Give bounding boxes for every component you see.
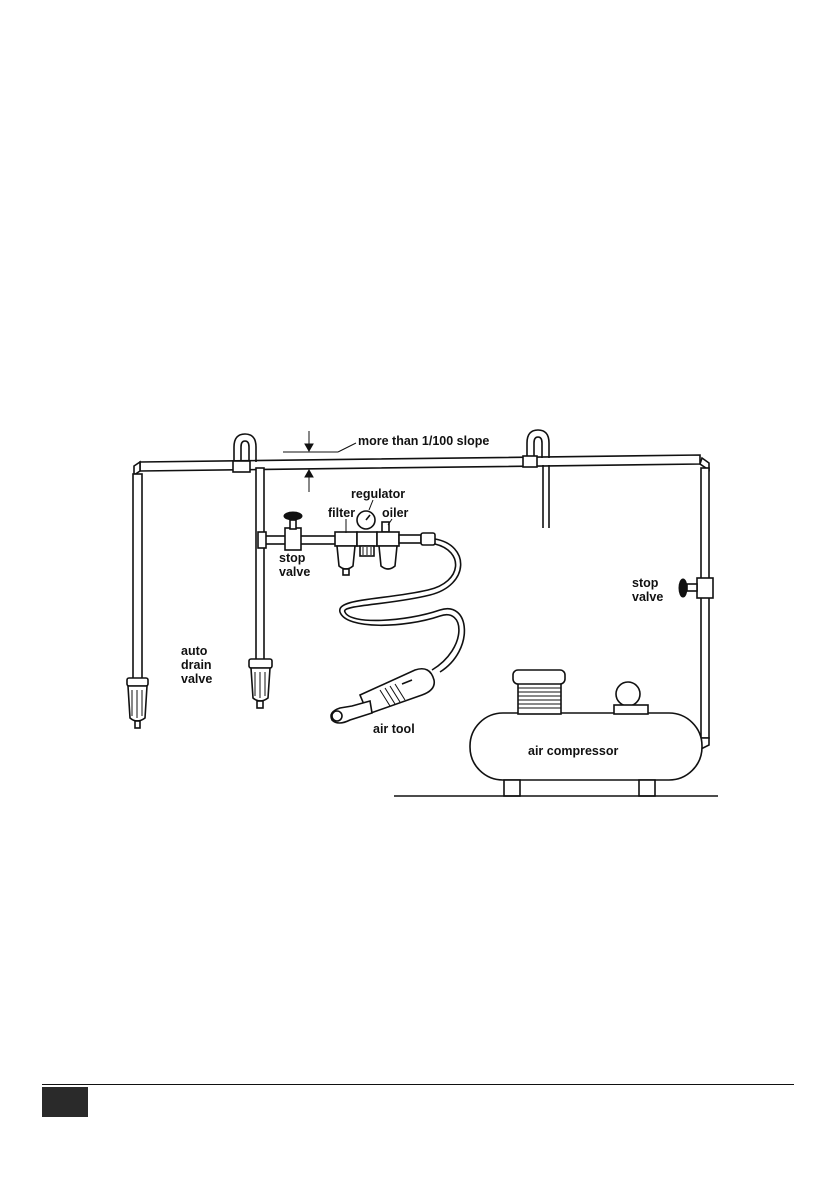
stop-valve-right-label-line1: stop — [632, 576, 659, 590]
regulator-leader — [369, 500, 373, 510]
left-drain-bowl — [127, 678, 148, 728]
footer-rule — [42, 1084, 794, 1085]
stop-valve-left-label-line2: valve — [279, 565, 310, 579]
stop-valve-left-label-line1: stop — [279, 551, 306, 565]
air-tool-label: air tool — [373, 722, 415, 736]
center-drop-pipe — [256, 468, 264, 660]
air-compressor-label: air compressor — [528, 744, 618, 758]
slope-label: more than 1/100 slope — [358, 434, 489, 448]
air-tool — [331, 669, 434, 723]
auto-drain-label-line1: auto — [181, 644, 208, 658]
filter-unit — [335, 532, 357, 575]
right-gooseneck — [523, 430, 549, 528]
air-compressor — [394, 670, 718, 796]
regulator-unit — [357, 511, 377, 556]
oiler-unit — [377, 522, 435, 569]
right-riser-pipe — [695, 468, 709, 752]
right-stop-valve — [679, 578, 713, 598]
center-drain-bowl — [249, 659, 272, 708]
left-stop-valve — [284, 512, 302, 550]
air-hose — [340, 539, 465, 672]
regulator-label: regulator — [351, 487, 405, 501]
auto-drain-label-line2: drain — [181, 658, 212, 672]
stop-valve-right-label-line2: valve — [632, 590, 663, 604]
left-drop-pipe — [133, 474, 142, 679]
auto-drain-label-line3: valve — [181, 672, 212, 686]
filter-label: filter — [328, 506, 355, 520]
page-marker — [42, 1087, 88, 1117]
oiler-label: oiler — [382, 506, 409, 520]
main-header-pipe — [134, 455, 709, 475]
